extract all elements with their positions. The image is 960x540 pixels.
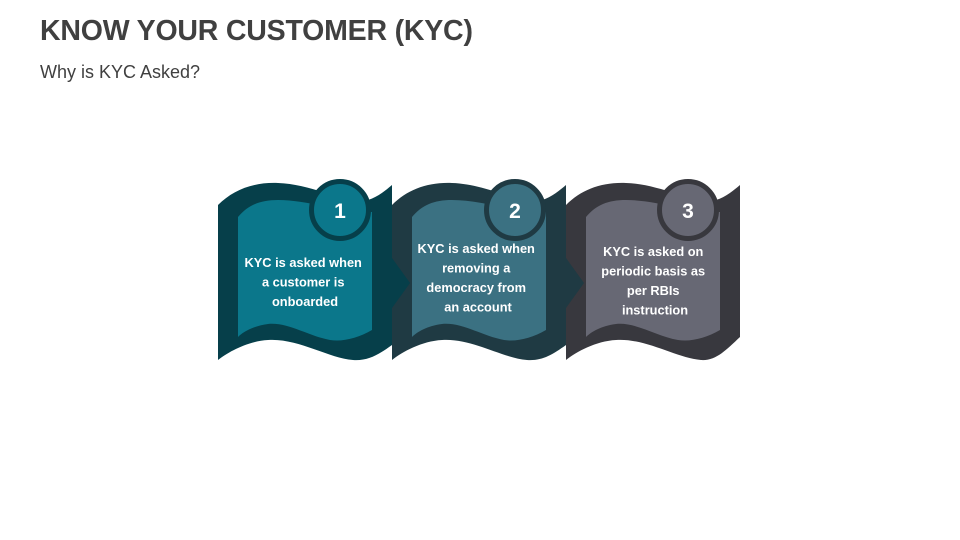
step-2-line-1: KYC is asked when [418,241,536,256]
slide-title: KNOW YOUR CUSTOMER (KYC) [40,15,473,47]
step-number-2: 2 [509,200,521,223]
step-2-line-4: an account [444,300,512,315]
step-1-line-1: KYC is asked when [245,255,363,270]
step-2-line-3: democracy from [426,280,526,295]
step-number-badge-2 [484,179,546,241]
step-text-1: KYC is asked when a customer is onboarde… [245,255,366,309]
step-number-3: 3 [682,200,694,223]
step-panel-1: 1 KYC is asked when a customer is onboar… [218,179,410,361]
step-number-badge-1 [309,179,371,241]
step-text-2: KYC is asked when removing a democracy f… [418,241,539,315]
step-3-line-1: KYC is asked on [603,244,703,259]
step-2-line-2: removing a [442,261,511,276]
step-text-3: KYC is asked on periodic basis as per RB… [601,244,708,318]
slide-subtitle: Why is KYC Asked? [40,62,201,82]
step-panel-2: 2 KYC is asked when removing a democracy… [392,179,584,361]
step-3-line-3: per RBIs [627,283,680,298]
step-1-line-3: onboarded [272,294,338,309]
step-number-1: 1 [334,200,346,223]
step-3-line-4: instruction [622,303,688,318]
step-1-line-2: a customer is [262,275,345,290]
step-3-line-2: periodic basis as [601,264,705,279]
step-number-badge-3 [657,179,719,241]
step-panel-3: 3 KYC is asked on periodic basis as per … [566,179,740,361]
